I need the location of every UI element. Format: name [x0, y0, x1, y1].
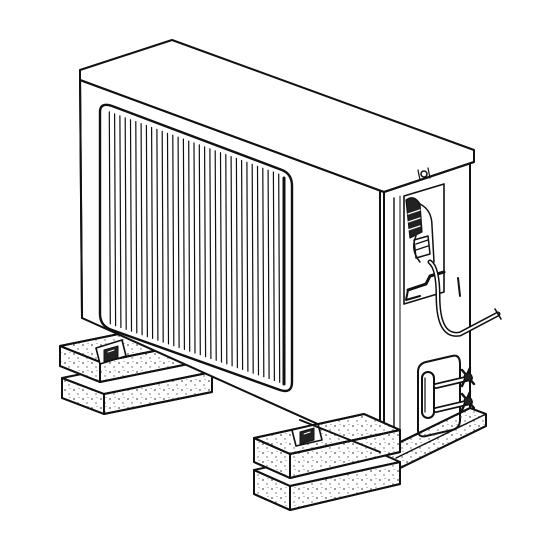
- mounting-block-right: [254, 414, 400, 510]
